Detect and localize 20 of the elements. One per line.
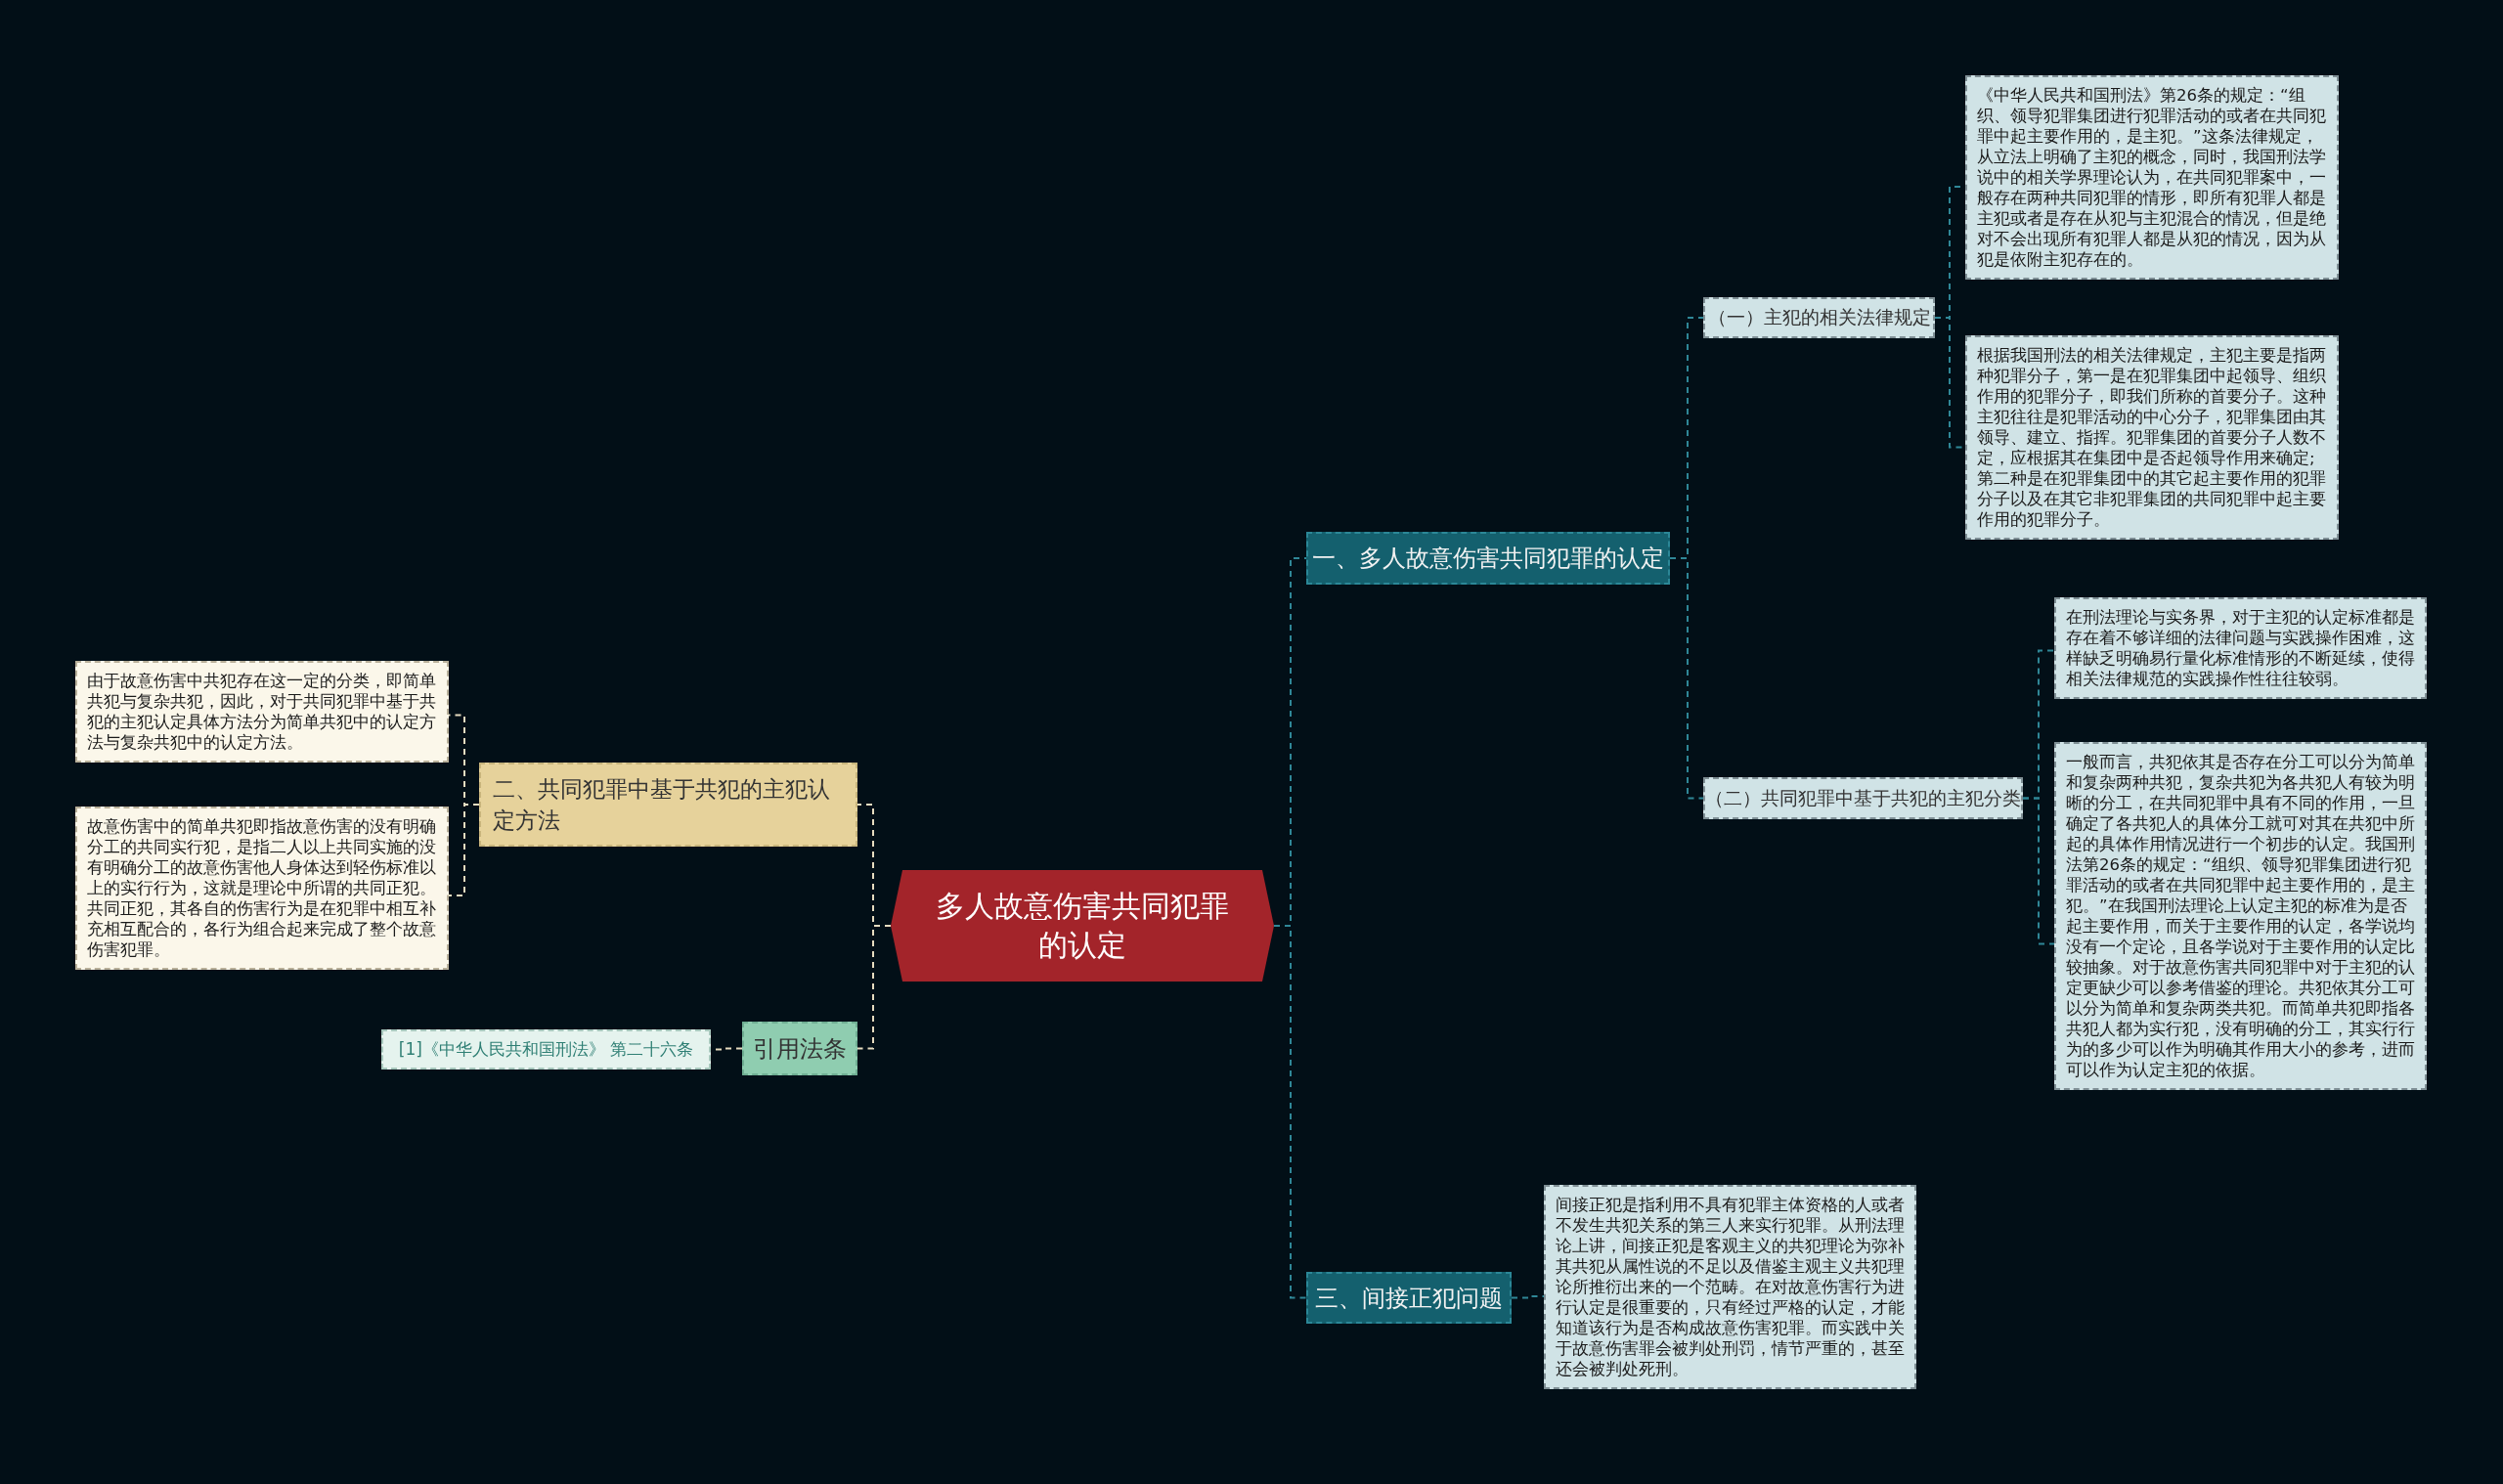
text-box: 根据我国刑法的相关法律规定，主犯主要是指两种犯罪分子，第一是在犯罪集团中起领导、组织作用的犯罪分子，即我们所称的首要分子。这种主犯往往是犯罪活动的中心分子，犯罪集团由其领导、建立、指挥。犯罪集团的首要分子人数不定，应根据其在集团中是否起领导作用来确定;第二种是在犯罪集团中的其它起主要作用的犯罪分子以及在其它非犯罪集团的共同犯罪中起主要作用的犯罪分子。 bbox=[1965, 335, 2339, 540]
subtopic-box: （一）主犯的相关法律规定 bbox=[1703, 297, 1935, 338]
topic-box: 三、间接正犯问题 bbox=[1306, 1272, 1512, 1324]
connector-line bbox=[448, 804, 480, 896]
central-topic: 多人故意伤害共同犯罪的认定 bbox=[891, 870, 1274, 982]
connector-line bbox=[1511, 1295, 1545, 1299]
text-box: 由于故意伤害中共犯存在这一定的分类，即简单共犯与复杂共犯，因此，对于共同犯罪中基于共犯的主犯认定具体方法分为简单共犯中的认定方法与复杂共犯中的认定方法。 bbox=[75, 661, 449, 763]
topic-box: 引用法条 bbox=[742, 1022, 857, 1075]
topic-box: 一、多人故意伤害共同犯罪的认定 bbox=[1306, 532, 1670, 585]
connector-line bbox=[1669, 557, 1704, 800]
text-box: 故意伤害中的简单共犯即指故意伤害的没有明确分工的共同实行犯，是指二人以上共同实施的没有明确分工的故意伤害他人身体达到轻伤标准以上的实行行为，这就是理论中所谓的共同正犯。共同正犯，其各自的伤害行为是在犯罪中相互补充相互配合的，各行为组合起来完成了整个故意伤害犯罪。 bbox=[75, 807, 449, 970]
connector-line bbox=[856, 925, 892, 1050]
subtopic-box: （二）共同犯罪中基于共犯的主犯分类 bbox=[1703, 777, 2023, 819]
reference-box: [1]《中华人民共和国刑法》 第二十六条 bbox=[381, 1029, 711, 1069]
text-box: 《中华人民共和国刑法》第26条的规定：“组织、领导犯罪集团进行犯罪活动的或者在共同犯罪中起主要作用的，是主犯。”这条法律规定，从立法上明确了主犯的概念，同时，我国刑法学说中的相关学界理论认为，在共同犯罪案中，一般存在两种共同犯罪的情形，即所有犯罪人都是主犯或者是存在从犯与主犯混合的情况，但是绝对不会出现所有犯罪人都是从犯的情况，因为从犯是依附主犯存在的。 bbox=[1965, 75, 2339, 280]
text-box: 一般而言，共犯依其是否存在分工可以分为简单和复杂两种共犯，复杂共犯为各共犯人有较为明晰的分工，在共同犯罪中具有不同的作用，一旦确定了各共犯人的具体分工就可对其在共犯中所起的具体作用情况进行一个初步的认定。我国刑法第26条的规定：“组织、领导犯罪集团进行犯罪活动的或者在共同犯罪中起主要作用的，是主犯。”在我国刑法理论上认定主犯的标准为是否起主要作用，而关于主要作用的认定，各学说均没有一个定论，且各学说对于主要作用的认定比较抽象。对于故意伤害共同犯罪中对于主犯的认定更缺少可以参考借鉴的理论。共犯依其分工可以分为简单和复杂两类共犯。而简单共犯即指各共犯人都为实行犯，没有明确的分工，其实行行为的多少可以作为明确其作用大小的参考，进而可以作为认定主犯的依据。 bbox=[2054, 742, 2427, 1090]
connector-line bbox=[2022, 797, 2055, 945]
text-box: 间接正犯是指利用不具有犯罪主体资格的人或者不发生共犯关系的第三人来实行犯罪。从刑法理论上讲，间接正犯是客观主义的共犯理论为弥补其共犯从属性说的不足以及借鉴主观主义共犯理论所推衍出来的一个范畴。在对故意伤害行为进行认定是很重要的，只有经过严格的认定，才能知道该行为是否构成故意伤害犯罪。而实践中关于故意伤害罪会被判处刑罚，情节严重的，甚至还会被判处死刑。 bbox=[1544, 1185, 1916, 1389]
text-box: 在刑法理论与实务界，对于主犯的认定标准都是存在着不够详细的法律问题与实践操作困难，这样缺乏明确易行量化标准情形的不断延续，使得相关法律规范的实践操作性往往较弱。 bbox=[2054, 597, 2427, 699]
topic-box: 二、共同犯罪中基于共犯的主犯认定方法 bbox=[479, 763, 857, 847]
